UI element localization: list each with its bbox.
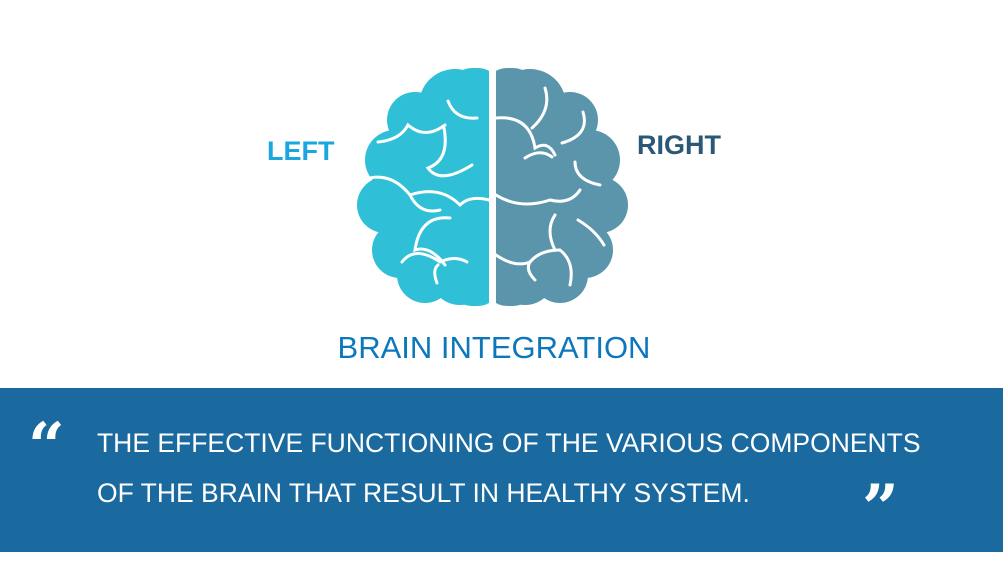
quote-line-1: THE EFFECTIVE FUNCTIONING OF THE VARIOUS…	[97, 428, 921, 458]
left-hemisphere	[357, 68, 489, 306]
left-hemisphere-folds	[361, 99, 491, 285]
open-quote-icon: “	[28, 409, 65, 484]
right-hemisphere-folds	[494, 86, 606, 287]
brain-illustration	[357, 68, 628, 306]
right-label: RIGHT	[637, 130, 721, 160]
quote-band	[0, 388, 1003, 552]
diagram-title: BRAIN INTEGRATION	[337, 330, 651, 365]
close-quote-icon: ”	[862, 471, 899, 546]
left-label: LEFT	[267, 136, 335, 166]
quote-line-2: OF THE BRAIN THAT RESULT IN HEALTHY SYST…	[97, 478, 750, 508]
right-hemisphere	[496, 68, 628, 306]
